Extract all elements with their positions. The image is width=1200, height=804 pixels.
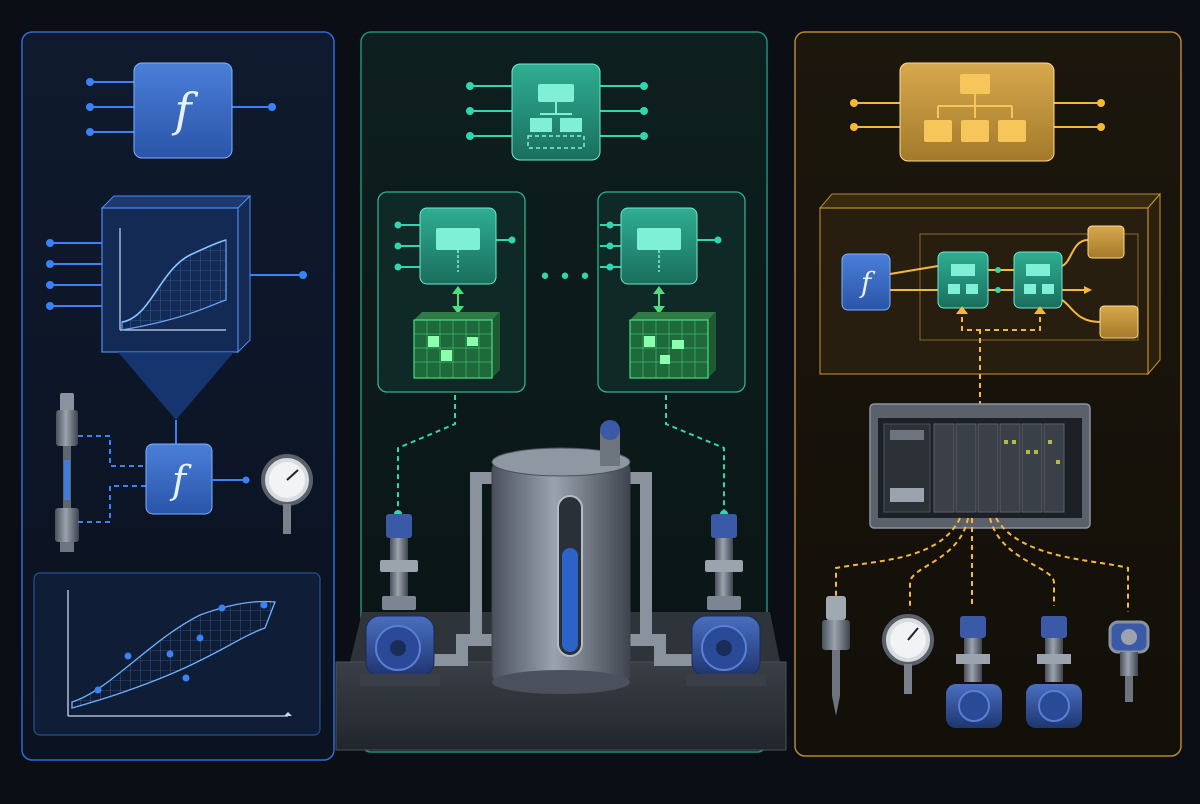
function-panel: f [22, 32, 334, 760]
agent-box-left [378, 192, 525, 392]
agent-ellipsis: • • • [539, 265, 592, 290]
agent-icon-small-2 [1014, 252, 1062, 308]
grid-map-icon-right [630, 312, 716, 378]
grid-map-icon [414, 312, 500, 378]
plc-rack-icon [870, 404, 1090, 528]
agent-panel: • • • [336, 32, 786, 752]
tank-icon [492, 420, 630, 694]
response-plot [34, 573, 320, 735]
hierarchy-panel: f [795, 32, 1181, 756]
agent-box-right [598, 192, 745, 392]
agent-icon-small-1 [938, 252, 988, 308]
